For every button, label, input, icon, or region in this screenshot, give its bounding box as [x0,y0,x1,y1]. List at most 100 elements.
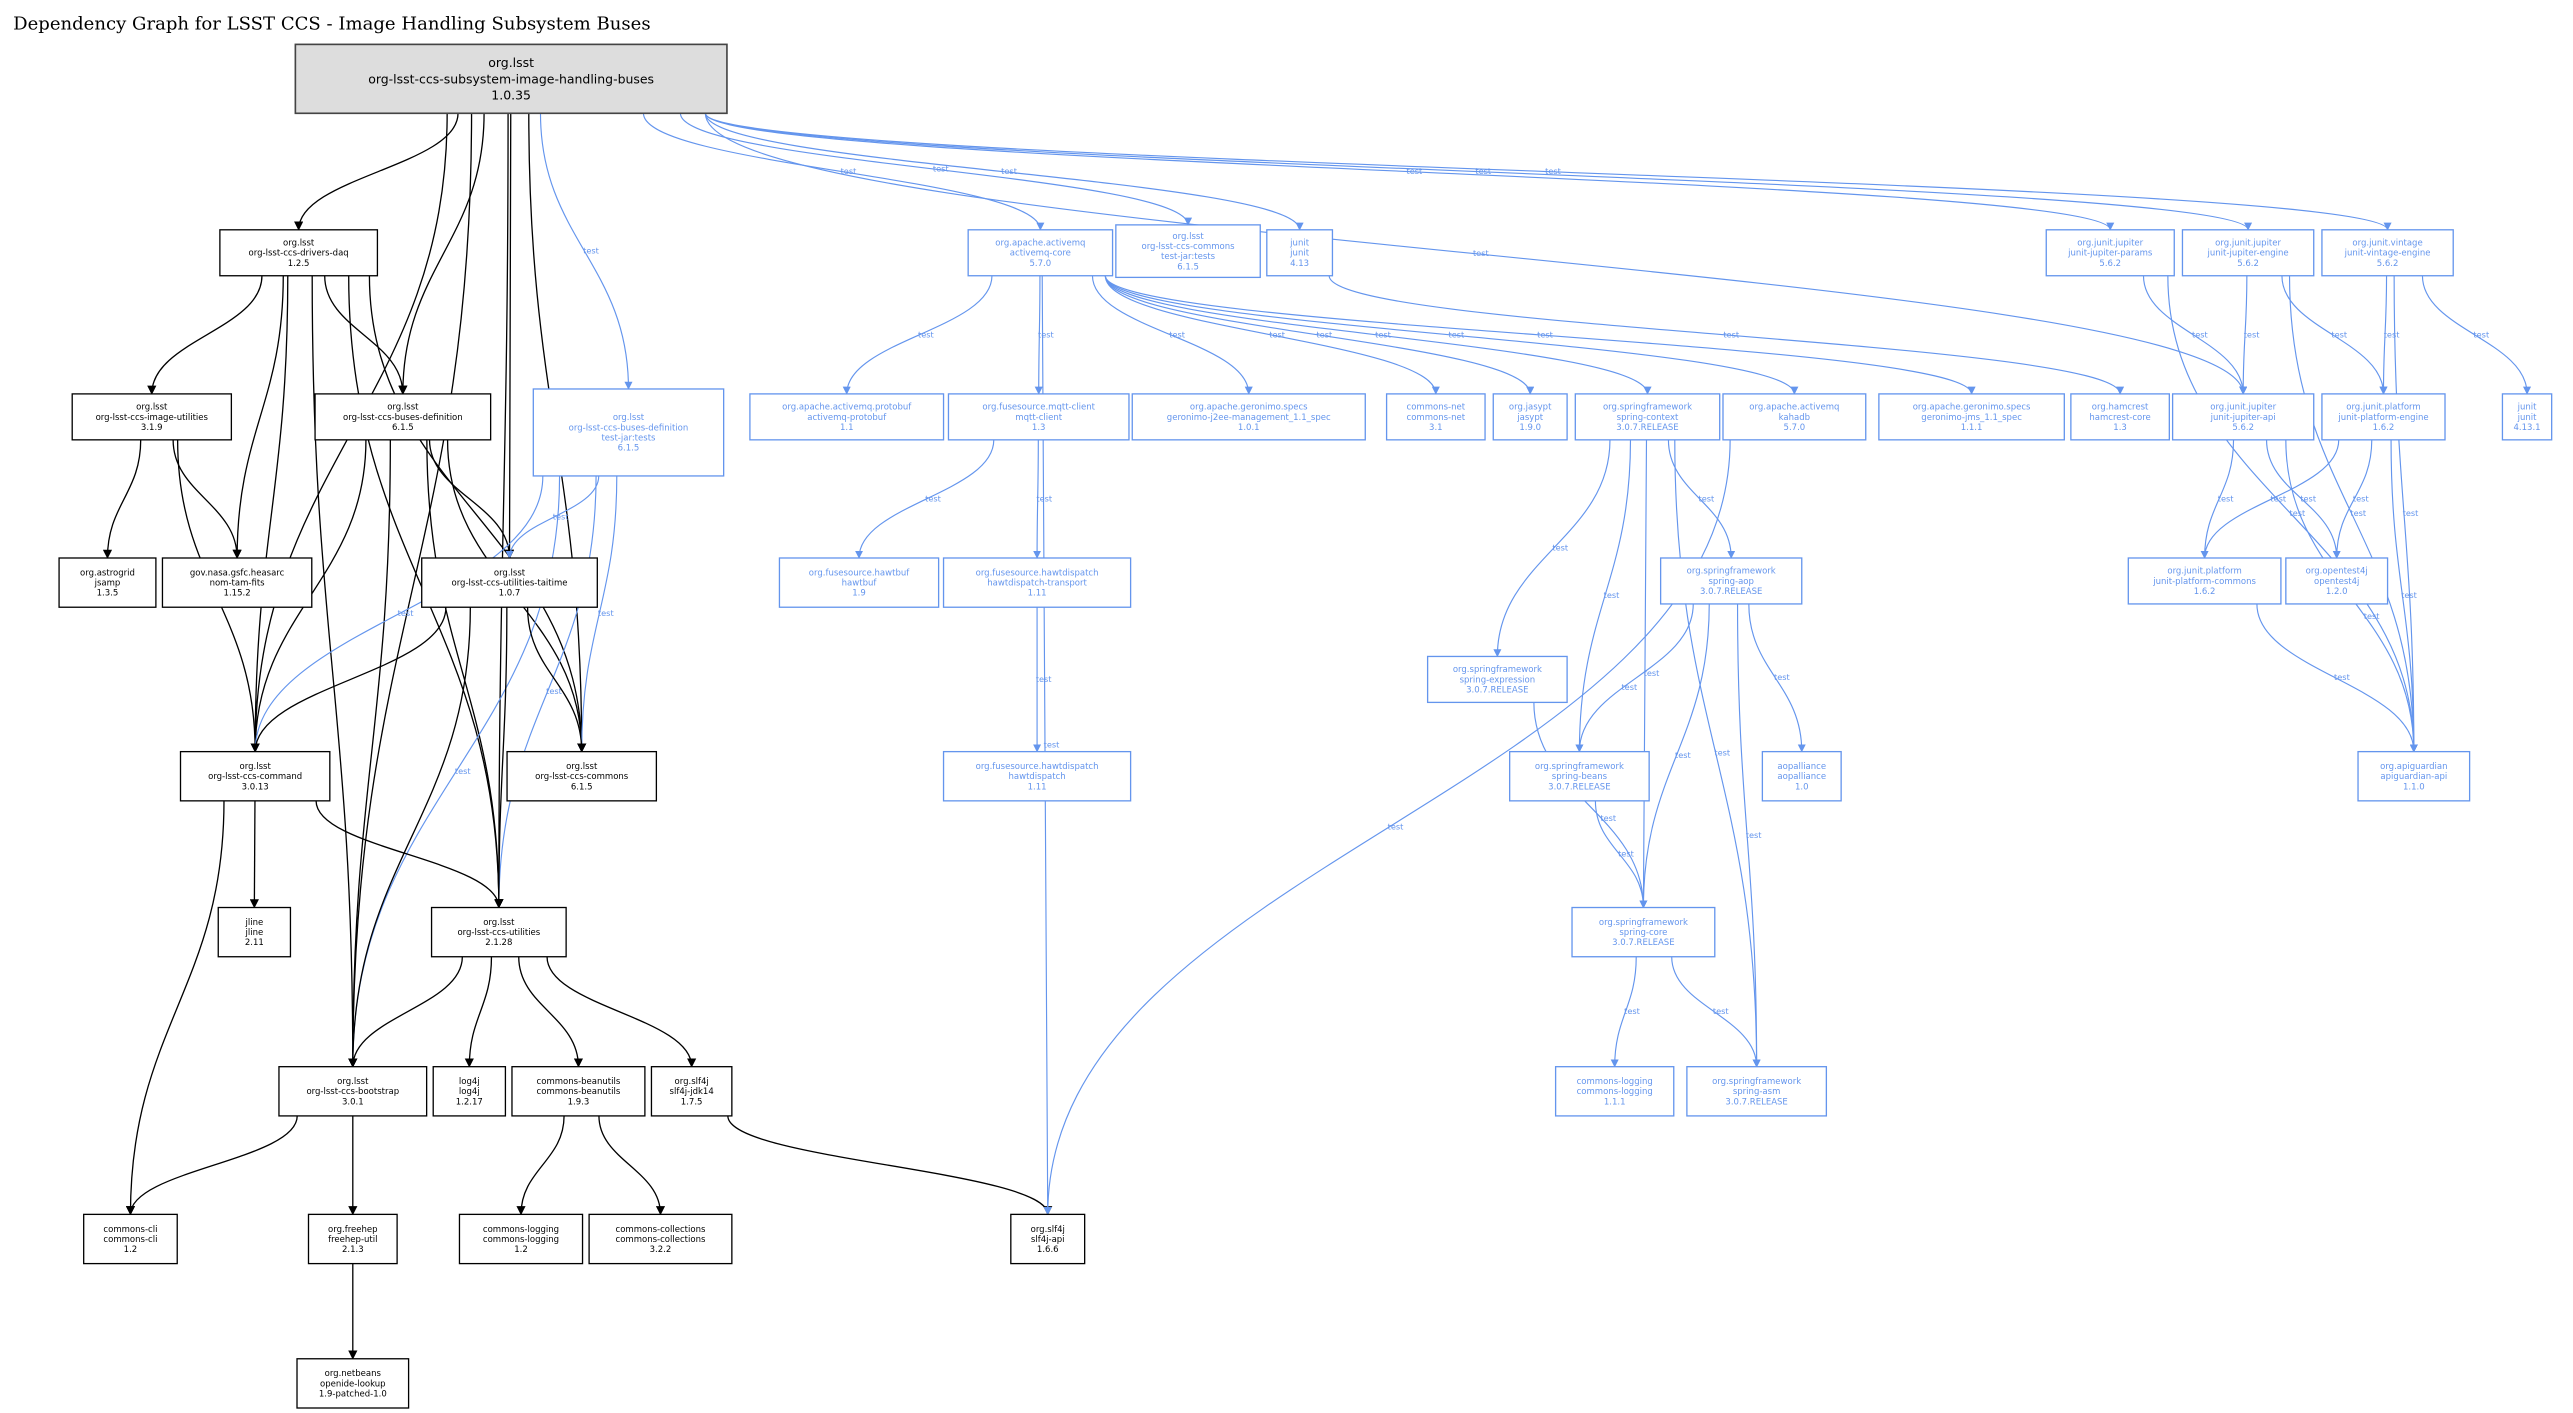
node-label-line: org-lsst-ccs-drivers-daq [249,249,349,259]
edge-label: test [1713,1006,1730,1016]
node-label-line: 5.6.2 [2237,259,2259,269]
node-label-line: 3.1 [1429,423,1443,433]
node-box [1554,1066,1675,1117]
node-label-line: geronimo-j2ee-management_1.1_spec [1167,413,1331,423]
node-label-line: org.springframework [1535,762,1624,772]
node-label-line: spring-beans [1552,772,1608,782]
node-ccollections[interactable]: commons-collectionscommons-collections3.… [588,1213,733,1265]
node-label-line: org.slf4j [1031,1225,1065,1235]
edge-root-to-junit413: test [704,113,1304,231]
node-label-line: 3.0.7.RELEASE [1700,587,1762,597]
node-box [942,750,1132,802]
node-vintage[interactable]: org.junit.vintagejunit-vintage-engine5.6… [2321,229,2454,277]
node-label-line: commons-logging [1577,1087,1653,1097]
node-pcommons[interactable]: org.junit.platformjunit-platform-commons… [2127,557,2282,605]
node-label-line: nom-tam-fits [210,579,266,589]
node-label-line: aopalliance [1777,762,1826,772]
node-imgutil[interactable]: org.lsstorg-lsst-ccs-image-utilities3.1.… [71,393,233,441]
edge-taitime-to-bootstrap [348,607,471,1068]
node-netbeans[interactable]: org.netbeansopenide-lookup1.9-patched-1.… [296,1358,410,1409]
node-hawtdispatch[interactable]: org.fusesource.hawtdispatchhawtdispatch1… [942,750,1132,802]
node-sbeans[interactable]: org.springframeworkspring-beans3.0.7.REL… [1509,750,1650,802]
node-box [1761,750,1842,802]
node-j2ee[interactable]: org.apache.geronimo.specsgeronimo-j2ee-m… [1131,393,1366,441]
node-taitime[interactable]: org.lsstorg-lsst-ccs-utilities-taitime1.… [421,557,598,608]
edge-line [2421,275,2532,395]
node-label-line: org.apache.geronimo.specs [1190,403,1308,413]
edge-label: test [1316,329,1333,339]
node-label-line: 1.2.0 [2326,587,2348,597]
node-sasm[interactable]: org.springframeworkspring-asm3.0.7.RELEA… [1686,1066,1828,1117]
edge-utilities-to-beanutils [518,956,584,1068]
node-busdeftest[interactable]: org.lsstorg-lsst-ccs-buses-definitiontes… [532,388,725,477]
node-label-line: hawtbuf [842,579,878,589]
edge-label: test [2353,493,2370,503]
node-pengine[interactable]: org.junit.platformjunit-platform-engine1… [2321,393,2446,441]
edge-label: test [1545,166,1562,176]
edge-line [1671,956,1761,1068]
edge-line [1594,800,1648,909]
node-box [179,750,331,802]
node-box [1509,750,1650,802]
node-box [83,1213,178,1265]
edge-slf4jjdk-to-slf4japi [727,1115,1053,1216]
node-label-line: org.apache.activemq [1749,403,1839,413]
node-params[interactable]: org.junit.jupiterjunit-jupiter-params5.6… [2045,229,2175,277]
node-hdtransport[interactable]: org.fusesource.hawtdispatchhawtdispatch-… [942,557,1132,608]
edge-scontext-to-saop: test [1667,439,1736,559]
node-saop[interactable]: org.springframeworkspring-aop3.0.7.RELEA… [1659,557,1803,605]
node-amqproto[interactable]: org.apache.activemq.protobufactivemq-pro… [749,393,945,441]
node-label-line: org.lsst [387,403,419,413]
edge-label: test [2270,493,2287,503]
node-busdef[interactable]: org.lsstorg-lsst-ccs-buses-definition6.1… [314,393,492,441]
edge-scontext-to-sbeans: test [1575,439,1632,753]
edge-line [518,956,584,1068]
node-root[interactable]: org.lsstorg-lsst-ccs-subsystem-image-han… [294,43,728,115]
edge-line [494,475,597,909]
node-scontext[interactable]: org.springframeworkspring-context3.0.7.R… [1574,393,1721,441]
node-label-line: commons-logging [483,1235,559,1245]
node-label-line: 3.0.7.RELEASE [1466,686,1528,696]
edge-label: test [1600,813,1617,823]
edge-amqcore-to-mqtt: test [1034,275,1055,395]
edge-line [1674,439,1761,1068]
node-score[interactable]: org.springframeworkspring-core3.0.7.RELE… [1571,906,1716,958]
edge-label: test [1746,830,1763,840]
node-jengine[interactable]: org.junit.jupiterjunit-jupiter-engine5.6… [2181,229,2315,277]
node-label-line: 1.1 [840,423,854,433]
edge-line [704,113,2252,231]
edge-vintage-to-pengine: test [2379,275,2400,395]
node-jms[interactable]: org.apache.geronimo.specsgeronimo-jms_1.… [1878,393,2065,441]
node-commonstest[interactable]: org.lsstorg-lsst-ccs-commonstest-jar:tes… [1115,224,1261,279]
node-sexpr[interactable]: org.springframeworkspring-expression3.0.… [1426,655,1568,704]
